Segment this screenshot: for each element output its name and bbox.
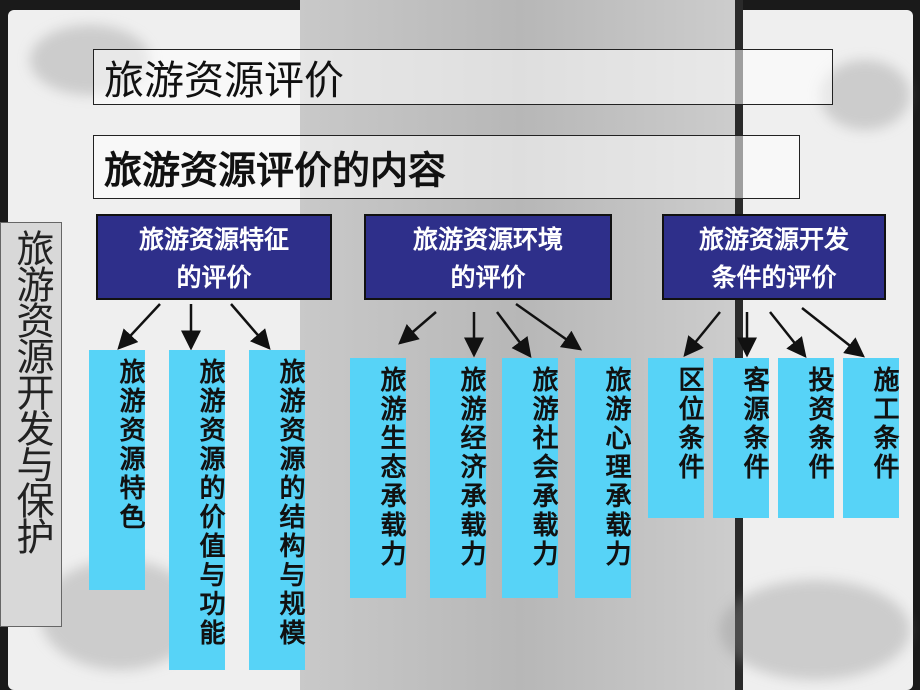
side-title-box: 旅游资源开发与保护: [0, 222, 62, 627]
arrow: [515, 302, 583, 351]
leaf-label: 客源条件: [739, 366, 769, 482]
subtitle-box: 旅游资源评价的内容: [93, 135, 800, 199]
leaf-box: 区位条件: [648, 358, 704, 518]
leaf-box: 旅游资源的结构与规模: [249, 350, 305, 670]
category-box-features: 旅游资源特征 的评价: [96, 214, 332, 300]
leaf-box: 旅游生态承载力: [350, 358, 406, 598]
leaf-label: 区位条件: [674, 366, 704, 482]
leaf-label: 投资条件: [804, 366, 834, 482]
leaf-box: 旅游社会承载力: [502, 358, 558, 598]
leaf-box: 旅游资源特色: [89, 350, 145, 590]
page-subtitle: 旅游资源评价的内容: [104, 148, 447, 193]
arrow: [496, 311, 532, 358]
category-label-line1: 旅游资源特征: [138, 225, 289, 254]
leaf-box: 旅游经济承载力: [430, 358, 486, 598]
arrow: [230, 303, 271, 350]
leaf-box: 客源条件: [713, 358, 769, 518]
category-box-development: 旅游资源开发 条件的评价: [662, 214, 886, 300]
arrow: [801, 307, 865, 358]
arrow: [683, 311, 721, 357]
arrow: [398, 311, 437, 345]
title-box: 旅游资源评价: [93, 49, 833, 105]
leaf-label: 旅游资源的价值与功能: [195, 358, 225, 648]
leaf-box: 投资条件: [778, 358, 834, 518]
category-box-environment: 旅游资源环境 的评价: [364, 214, 612, 300]
leaf-label: 旅游资源的结构与规模: [275, 358, 305, 648]
arrow: [769, 311, 807, 358]
category-label-line2: 条件的评价: [711, 263, 837, 292]
category-label-line2: 的评价: [176, 263, 252, 292]
leaf-label: 旅游心理承载力: [601, 366, 631, 569]
arrow: [117, 303, 161, 350]
leaf-box: 施工条件: [843, 358, 899, 518]
leaf-label: 旅游生态承载力: [376, 366, 406, 569]
leaf-box: 旅游心理承载力: [575, 358, 631, 598]
page-title: 旅游资源评价: [104, 58, 344, 104]
category-label-line1: 旅游资源环境: [412, 225, 563, 254]
leaf-box: 旅游资源的价值与功能: [169, 350, 225, 670]
leaf-label: 施工条件: [869, 366, 899, 482]
leaf-label: 旅游资源特色: [115, 358, 145, 532]
side-title: 旅游资源开发与保护: [10, 229, 54, 553]
category-label-line1: 旅游资源开发: [698, 225, 849, 254]
leaf-label: 旅游经济承载力: [456, 366, 486, 569]
category-label-line2: 的评价: [450, 263, 526, 292]
background-ink-stain: [820, 60, 910, 130]
leaf-label: 旅游社会承载力: [528, 366, 558, 569]
background-ink-stain: [720, 580, 910, 680]
